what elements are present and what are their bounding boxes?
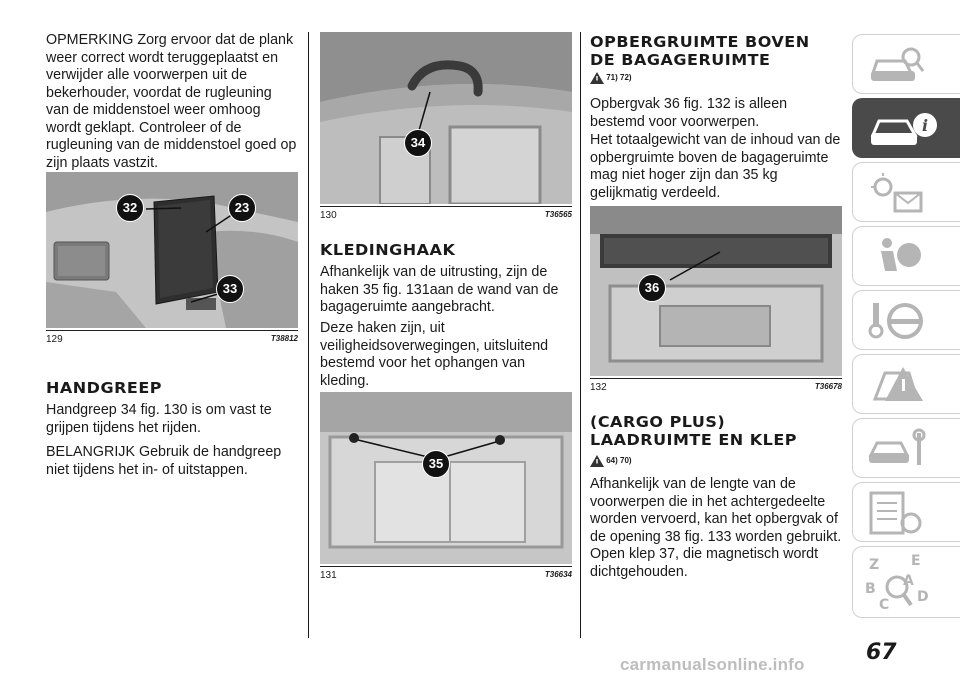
svg-text:A: A xyxy=(903,573,914,589)
callout-34: 34 xyxy=(404,129,432,157)
callout-32: 32 xyxy=(116,194,144,222)
note-paragraph: OPMERKING Zorg ervoor dat de plank weer … xyxy=(46,32,297,171)
checklist-icon xyxy=(869,491,922,535)
sidebar-tab-technical-data[interactable] xyxy=(852,482,960,542)
figure-132-caption: 132 T36678 xyxy=(590,378,842,393)
handgreep-paragraph-2: BELANGRIJK Gebruik de handgreep niet tij… xyxy=(46,444,282,478)
car-info-icon: i xyxy=(870,113,937,145)
cargo-plus-paragraph: Afhankelijk van de lengte van de voorwer… xyxy=(590,476,842,580)
warning-reference-1: 71) 72) xyxy=(590,72,632,84)
heading-handgreep: HANDGREEP xyxy=(46,378,162,397)
handle-illustration xyxy=(320,32,572,204)
sidebar-tab-warning-lights[interactable] xyxy=(852,162,960,222)
key-steering-icon xyxy=(868,303,923,339)
callout-33: 33 xyxy=(216,275,244,303)
figure-code: T36678 xyxy=(814,382,842,391)
page-number: 67 xyxy=(866,640,897,665)
heading-cargo-plus-line-2: LAADRUIMTE EN KLEP xyxy=(590,430,797,449)
figure-code: T36565 xyxy=(544,210,572,219)
svg-text:Z: Z xyxy=(869,557,879,573)
heading-opbergruimte-line-2: DE BAGAGERUIMTE xyxy=(590,50,771,69)
kledinghaak-paragraph-1: Afhankelijk van de uitrusting, zijn de h… xyxy=(320,264,559,315)
figure-132-image: 36 xyxy=(590,206,842,376)
airbag-icon xyxy=(881,238,921,271)
svg-text:D: D xyxy=(917,589,929,605)
heading-kledinghaak: KLEDINGHAAK xyxy=(320,240,456,259)
svg-text:E: E xyxy=(911,553,921,569)
heading-cargo-plus-line-1: (CARGO PLUS) xyxy=(590,412,726,431)
sidebar-tab-maintenance[interactable] xyxy=(852,418,960,478)
lights-message-icon xyxy=(871,173,923,213)
sidebar-tab-starting-driving[interactable] xyxy=(852,290,960,350)
figure-number: 132 xyxy=(590,382,607,393)
sidebar-tab-index[interactable]: Z E A B C D xyxy=(852,546,960,618)
alphabet-index-icon: Z E A B C D xyxy=(865,553,929,613)
figure-number: 130 xyxy=(320,210,337,221)
warning-triangle-icon xyxy=(590,455,604,467)
warning-reference-text: 64) 70) xyxy=(606,456,632,466)
handgreep-paragraph-1: Handgreep 34 fig. 130 is om vast te grij… xyxy=(46,402,272,436)
warning-road-icon xyxy=(872,367,923,401)
figure-129-caption: 129 T38812 xyxy=(46,330,298,345)
warning-reference-text: 71) 72) xyxy=(606,73,632,83)
cabin-seat-illustration xyxy=(46,172,298,328)
svg-text:B: B xyxy=(865,581,876,597)
storage-shelf-illustration xyxy=(590,206,842,376)
figure-130-caption: 130 T36565 xyxy=(320,206,572,221)
kledinghaak-paragraph-2: Deze haken zijn, uit veiligheidsoverwegi… xyxy=(320,320,549,389)
column-divider xyxy=(308,32,309,638)
car-search-icon xyxy=(870,47,925,81)
heading-opbergruimte-line-1: OPBERGRUIMTE BOVEN xyxy=(590,32,810,51)
column-divider xyxy=(580,32,581,638)
callout-35: 35 xyxy=(422,450,450,478)
figure-code: T38812 xyxy=(270,334,298,343)
opbergruimte-paragraph-2: Het totaalgewicht van de inhoud van de o… xyxy=(590,132,841,201)
figure-131-caption: 131 T36634 xyxy=(320,566,572,581)
figure-number: 129 xyxy=(46,334,63,345)
sidebar-tab-dashboard[interactable] xyxy=(852,34,960,94)
hooks-illustration xyxy=(320,392,572,564)
sidebar-tab-safety[interactable] xyxy=(852,226,960,286)
figure-131-image: 35 xyxy=(320,392,572,564)
figure-130-image: 34 xyxy=(320,32,572,204)
svg-text:i: i xyxy=(922,116,928,135)
warning-triangle-icon xyxy=(590,72,604,84)
svg-text:C: C xyxy=(879,597,889,613)
figure-number: 131 xyxy=(320,570,337,581)
sidebar-tab-getting-to-know[interactable]: i xyxy=(852,98,960,158)
callout-23: 23 xyxy=(228,194,256,222)
warning-reference-2: 64) 70) xyxy=(590,455,632,467)
car-wrench-icon xyxy=(868,428,926,465)
watermark-footer[interactable]: carmanualsonline.info xyxy=(620,655,805,674)
figure-129-image: 32 23 33 xyxy=(46,172,298,328)
opbergruimte-paragraph-1: Opbergvak 36 fig. 132 is alleen bestemd … xyxy=(590,96,788,130)
sidebar-tab-emergency[interactable] xyxy=(852,354,960,414)
callout-36: 36 xyxy=(638,274,666,302)
figure-code: T36634 xyxy=(544,570,572,579)
